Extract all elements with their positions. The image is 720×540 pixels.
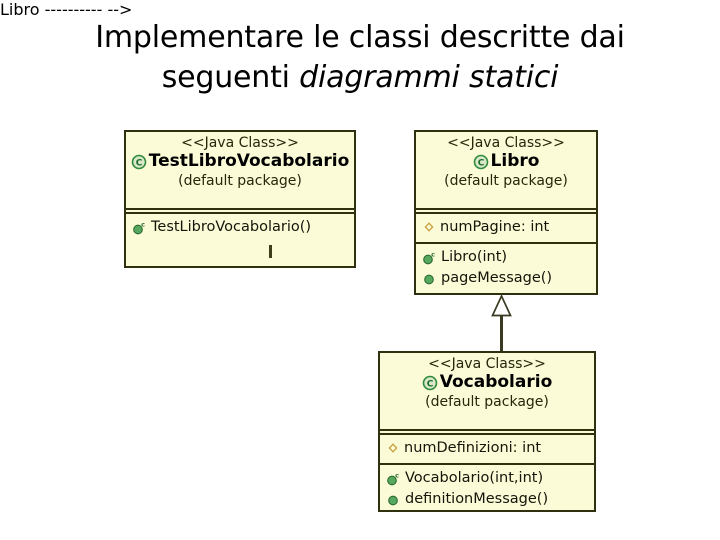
page-title-line-2-plain: seguenti bbox=[161, 60, 300, 96]
class-name-row: C TestLibroVocabolario bbox=[131, 152, 349, 172]
class-header-libro: <<Java Class>> C Libro (default package) bbox=[416, 132, 596, 208]
method-row[interactable]: c Vocabolario(int,int) bbox=[385, 468, 589, 489]
generalization-vocabolario-to-libro bbox=[486, 293, 516, 351]
method-row[interactable]: definitionMessage() bbox=[385, 489, 589, 510]
java-class-icon: C bbox=[131, 154, 147, 170]
class-methods-test-libro-vocabolario: c TestLibroVocabolario() bbox=[126, 208, 354, 242]
method-signature: TestLibroVocabolario() bbox=[151, 219, 312, 235]
class-stereotype: <<Java Class>> bbox=[447, 135, 565, 151]
java-class-icon: C bbox=[473, 154, 489, 170]
svg-text:C: C bbox=[135, 158, 142, 168]
class-name-row: C Libro bbox=[421, 152, 591, 172]
svg-text:c: c bbox=[141, 220, 145, 228]
class-attributes-vocabolario: numDefinizioni: int bbox=[380, 429, 594, 463]
attribute-row[interactable]: numPagine: int bbox=[421, 217, 591, 238]
class-name: TestLibroVocabolario bbox=[148, 151, 350, 172]
page-title-line-2: seguenti diagrammi statici bbox=[30, 58, 690, 98]
class-name: Libro bbox=[490, 151, 540, 172]
package-field-icon bbox=[422, 220, 436, 234]
public-method-icon bbox=[422, 271, 437, 286]
class-header-vocabolario: <<Java Class>> C Vocabolario (default pa… bbox=[380, 353, 594, 429]
uml-class-libro[interactable]: <<Java Class>> C Libro (default package) bbox=[414, 130, 598, 295]
uml-class-vocabolario[interactable]: <<Java Class>> C Vocabolario (default pa… bbox=[378, 351, 596, 512]
class-stereotype: <<Java Class>> bbox=[428, 356, 546, 372]
hollow-triangle-arrowhead bbox=[491, 293, 512, 321]
class-name-row: C Vocabolario bbox=[385, 373, 589, 393]
class-package: (default package) bbox=[444, 172, 568, 189]
class-methods-vocabolario: c Vocabolario(int,int) definitionMessage… bbox=[380, 462, 594, 514]
svg-text:c: c bbox=[431, 250, 435, 258]
class-package: (default package) bbox=[178, 172, 302, 189]
attribute-row[interactable]: numDefinizioni: int bbox=[385, 438, 589, 459]
class-stereotype: <<Java Class>> bbox=[181, 135, 299, 151]
attribute-signature: numDefinizioni: int bbox=[404, 440, 542, 456]
constructor-icon: c bbox=[422, 250, 437, 265]
attribute-signature: numPagine: int bbox=[440, 219, 550, 235]
constructor-icon: c bbox=[386, 471, 401, 486]
package-field-icon bbox=[386, 441, 400, 455]
java-class-icon: C bbox=[422, 375, 438, 391]
method-signature: pageMessage() bbox=[441, 269, 553, 286]
method-row[interactable]: c TestLibroVocabolario() bbox=[131, 217, 349, 238]
method-row[interactable]: c Libro(int) bbox=[421, 247, 591, 268]
page-title-line-1: Implementare le classi descritte dai bbox=[95, 20, 625, 55]
class-methods-libro: c Libro(int) pageMessage() bbox=[416, 241, 596, 293]
method-signature: Libro(int) bbox=[441, 248, 508, 265]
svg-text:C: C bbox=[477, 158, 484, 168]
class-header-test-libro-vocabolario: <<Java Class>> C TestLibroVocabolario (d… bbox=[126, 132, 354, 208]
page-title-line-2-emphasis: diagrammi statici bbox=[299, 60, 559, 96]
class-package: (default package) bbox=[425, 393, 549, 410]
constructor-icon: c bbox=[132, 220, 147, 235]
svg-text:C: C bbox=[426, 379, 433, 389]
generalization-line bbox=[500, 316, 503, 351]
class-attributes-libro: numPagine: int bbox=[416, 208, 596, 242]
method-signature: Vocabolario(int,int) bbox=[405, 469, 544, 486]
method-row[interactable]: pageMessage() bbox=[421, 268, 591, 289]
page-title: Implementare le classi descritte dai seg… bbox=[30, 18, 690, 98]
text-caret-artifact bbox=[269, 245, 272, 258]
uml-class-test-libro-vocabolario[interactable]: <<Java Class>> C TestLibroVocabolario (d… bbox=[124, 130, 356, 268]
method-signature: definitionMessage() bbox=[405, 490, 549, 507]
class-name: Vocabolario bbox=[439, 372, 553, 393]
svg-text:c: c bbox=[395, 471, 399, 479]
public-method-icon bbox=[386, 492, 401, 507]
